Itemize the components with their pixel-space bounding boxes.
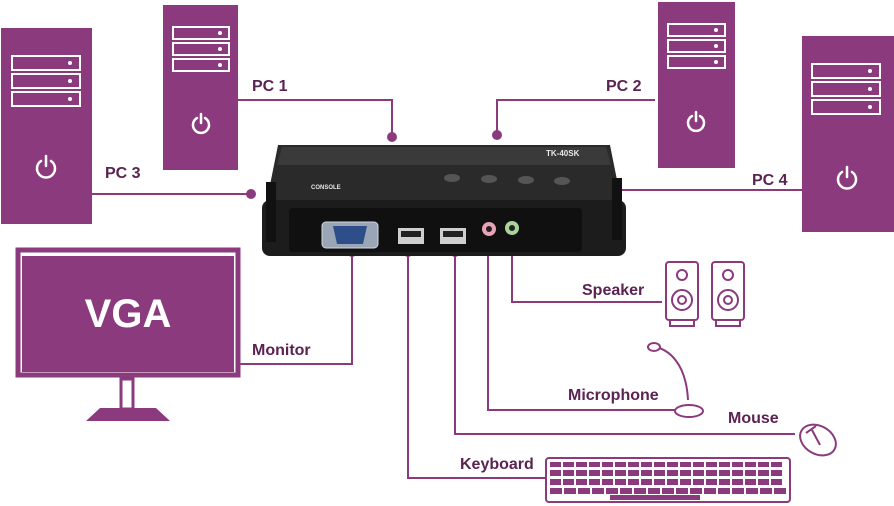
microphone-icon [647,342,704,418]
pc1-cable [238,99,393,136]
pc4-tower [802,36,894,232]
monitor-icon [15,247,241,421]
pc2-tower [658,2,735,168]
keyboard-icon [545,457,791,503]
speaker-label: Speaker [582,282,645,299]
power-icon [191,112,211,135]
microphone-cable [487,250,680,411]
device-console-label: CONSOLE [311,185,341,191]
mouse-label: Mouse [728,410,779,427]
speaker-icon [665,261,745,327]
pc3-tower [1,28,92,224]
pc1-tower [163,5,238,170]
pc2-label: PC 2 [606,78,642,95]
pc2-cable [496,99,655,134]
keyboard-cable [407,252,545,479]
mouse-icon [799,423,837,457]
monitor-screen-text: VGA [84,291,172,336]
power-icon [686,110,706,133]
power-icon [836,165,858,190]
kvm-switch-device [262,145,626,256]
keyboard-label: Keyboard [460,456,534,473]
power-icon [35,154,57,179]
pc4-label: PC 4 [752,172,788,189]
mouse-cable [454,252,795,435]
pc1-label: PC 1 [252,78,288,95]
device-model-label: TK-40SK [546,149,580,158]
speaker-cable [511,250,662,303]
microphone-label: Microphone [568,387,659,404]
monitor-cable [240,252,353,365]
connection-lines [92,99,805,479]
pc3-label: PC 3 [105,165,141,182]
monitor-label: Monitor [252,342,311,359]
